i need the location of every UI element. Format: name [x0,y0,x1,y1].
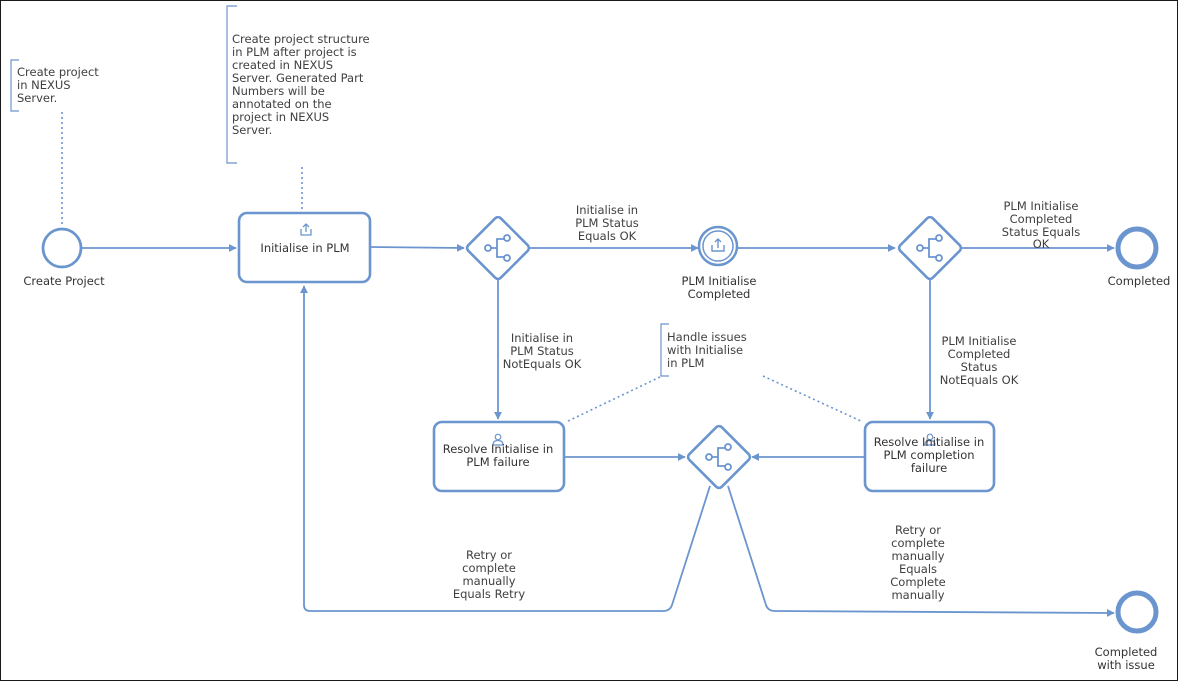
gateway-branch-icon [484,234,511,262]
end-event-completed-with-issue[interactable] [1115,590,1159,634]
flow-retry-to-initialise[interactable] [300,285,711,612]
end-event-icon [1115,590,1159,634]
gateway-retry-or-complete[interactable] [686,424,752,490]
gateway-branch-icon [705,443,732,471]
gateway-completed-status[interactable] [897,215,963,281]
task-resolve-completion-line2: PLM completion [883,448,974,462]
annotation-line: project in NEXUS [232,110,329,124]
flow-label-line: PLM Status [575,216,639,230]
task-resolve-initialise-line1: Resolve Initialise in [443,442,554,456]
annotation-line: in PLM after project is [232,45,357,59]
annotation-line: Server. [232,123,272,137]
flow-initialise-to-gateway1[interactable] [369,243,465,252]
flow-label-line: manually [891,588,944,602]
annotation-bracket-handle-issues [660,323,669,377]
flow-label-retry: Retry or complete manually Equals Retry [453,548,526,601]
flow-label-line: Equals [899,562,937,576]
annotation-bracket-create-project [10,59,19,112]
plm-completed-label-line1: PLM Initialise [681,274,756,288]
end-event-icon [1115,226,1159,270]
annotation-line: in NEXUS [17,78,71,92]
plm-completed-label-line2: Completed [688,287,751,301]
flow-label-line: complete [891,536,945,550]
annotation-line: Create project structure [232,32,370,46]
task-resolve-completion-failure[interactable]: Resolve Initialise in PLM completion fai… [863,420,996,493]
flow-label-completed-ok: PLM Initialise Completed Status Equals O… [1002,199,1080,251]
flow-label-line: Equals OK [578,229,637,243]
start-event-create-project[interactable] [41,227,83,269]
flow-label-line: Complete [890,575,945,589]
intermediate-event-plm-initialise-completed[interactable] [697,225,739,267]
annotation-line: Numbers will be [232,84,325,98]
start-event-icon [41,227,83,269]
flow-label-line: Status [961,360,998,374]
gateway-branch-icon [916,234,943,262]
flow-label-line: manually [462,574,515,588]
annotation-line: Create project [17,65,99,79]
flow-label-line: PLM Initialise [941,334,1016,348]
end-event-with-issue-line2: with issue [1097,658,1155,672]
flow-label-line: OK [1033,237,1050,251]
upload-icon [300,223,312,236]
end-event-completed[interactable] [1115,226,1159,270]
annotation-line: with Initialise [667,343,743,357]
annotation-line: Server. [17,91,57,105]
user-icon [492,433,504,446]
annotation-bracket-plm-structure [226,5,237,164]
flow-label-line: PLM Initialise [1003,199,1078,213]
gateway-initialise-status[interactable] [465,215,531,281]
flow-label-line: Initialise in [576,203,638,217]
end-event-with-issue-line1: Completed [1095,645,1158,659]
flow-label-line: complete [462,561,516,575]
flow-label-line: Retry or [466,548,512,562]
annotation-line: Handle issues [667,330,747,344]
start-event-label: Create Project [23,274,105,288]
association-handle-issues-right [762,375,864,423]
flow-label-line: Completed [948,347,1011,361]
flow-label-status-ok: Initialise in PLM Status Equals OK [575,203,639,243]
flow-label-line: NotEquals OK [503,357,582,371]
flow-label-line: Initialise in [511,331,573,345]
task-initialise-in-plm[interactable]: Initialise in PLM [237,211,372,284]
flow-label-completed-not-ok: PLM Initialise Completed Status NotEqual… [940,334,1019,387]
flow-complete-manually-to-completed-with-issue[interactable] [727,485,1115,617]
annotation-line: Server. Generated Part [232,71,364,85]
task-resolve-initialise-line2: PLM failure [466,455,529,469]
task-resolve-completion-line1: Resolve Initialise in [874,435,985,449]
user-icon [924,433,936,446]
annotation-line: created in NEXUS [232,58,333,72]
annotation-line: in PLM [667,356,704,370]
upload-icon [711,238,725,252]
flow-label-line: Equals Retry [453,587,526,601]
flow-label-line: NotEquals OK [940,373,1019,387]
flow-label-line: manually [891,549,944,563]
annotation-create-project: Create project in NEXUS Server. [17,65,99,105]
task-initialise-label: Initialise in PLM [260,241,349,255]
flow-label-line: Retry or [895,523,941,537]
association-handle-issues-left [565,376,661,423]
annotation-handle-issues: Handle issues with Initialise in PLM [667,330,747,370]
flow-label-complete-manually: Retry or complete manually Equals Comple… [890,523,945,602]
task-resolve-initialise-failure[interactable]: Resolve Initialise in PLM failure [432,420,566,493]
flow-label-status-not-ok: Initialise in PLM Status NotEquals OK [503,331,582,371]
end-event-completed-label: Completed [1108,274,1171,288]
annotation-plm-structure: Create project structure in PLM after pr… [232,32,370,137]
task-resolve-completion-line3: failure [911,461,947,475]
flow-label-line: Completed [1010,212,1073,226]
flow-label-line: Status Equals [1002,225,1080,239]
flow-label-line: PLM Status [510,344,574,358]
annotation-line: annotated on the [232,97,332,111]
